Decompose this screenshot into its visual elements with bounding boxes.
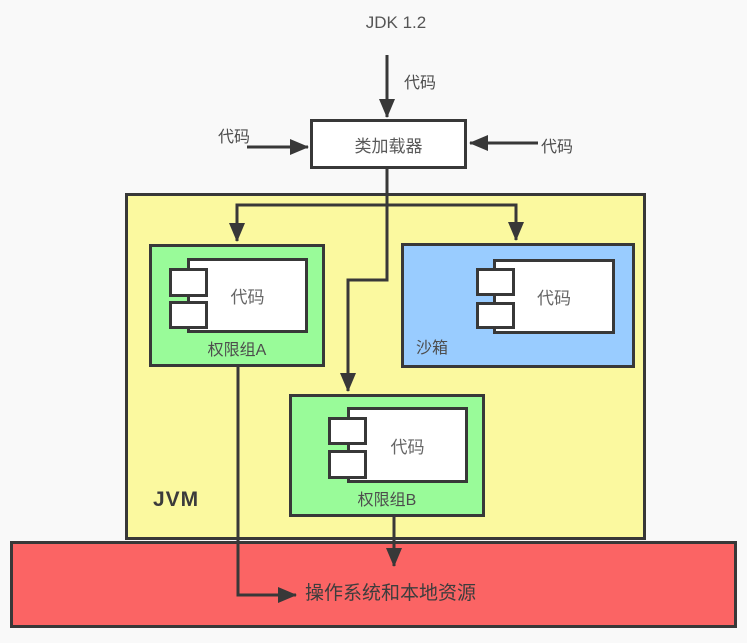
diagram-title: JDK 1.2 [365, 13, 427, 32]
jvm-label: JVM [153, 488, 200, 511]
class-loader-label: 类加载器 [354, 136, 423, 156]
code-label-right: 代码 [541, 139, 574, 156]
component-port-icon [169, 301, 208, 329]
permission-group-a-label: 权限组A [207, 342, 267, 359]
code-label-left: 代码 [218, 129, 251, 146]
code-component-sandbox-label: 代码 [537, 289, 571, 308]
component-port-icon [169, 268, 208, 297]
component-port-icon [328, 417, 367, 445]
component-port-icon [328, 450, 367, 479]
component-port-icon [476, 302, 515, 329]
class-loader-box: 类加载器 [310, 119, 467, 169]
sandbox-box: 代码 沙箱 [401, 243, 635, 368]
os-resources-label: 操作系统和本地资源 [305, 583, 477, 604]
permission-group-b-label: 权限组B [357, 492, 417, 509]
code-component-b-label: 代码 [390, 437, 425, 457]
code-component-a-label: 代码 [230, 288, 265, 307]
permission-group-a-box: 代码 权限组A [149, 244, 325, 367]
permission-group-b-box: 代码 权限组B [289, 394, 485, 517]
component-port-icon [476, 268, 515, 296]
sandbox-label: 沙箱 [416, 340, 449, 357]
code-component-b: 代码 [347, 407, 468, 483]
code-label-top: 代码 [404, 75, 437, 92]
os-resources-bar: 操作系统和本地资源 [10, 541, 737, 628]
